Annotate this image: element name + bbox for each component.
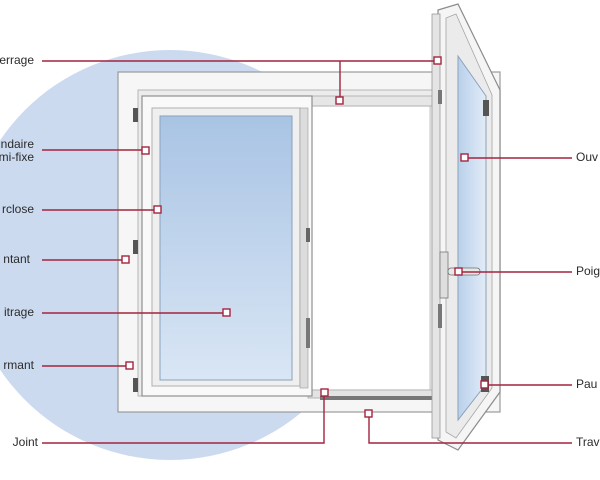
marker-ferrage-1 (433, 56, 442, 65)
label-parclose: rclose (1, 202, 34, 216)
label-secondaire-semi-fixe: ndaire mi-fixe (0, 137, 34, 164)
marker-ferrage-2 (335, 96, 344, 105)
label-montant: ntant (3, 252, 30, 266)
marker-joint (320, 388, 329, 397)
label-paumelle: Pau (576, 377, 598, 391)
label-poignee: Poig (576, 264, 600, 278)
label-ferrage: errage (0, 53, 34, 67)
label-traverse: Trav (576, 435, 600, 449)
label-joint: Joint (12, 435, 38, 449)
marker-parclose (153, 205, 162, 214)
right-sash-open (431, 3, 501, 451)
marker-dormant (125, 361, 134, 370)
marker-ouvrant (460, 153, 469, 162)
label-dormant: rmant (3, 358, 34, 372)
marker-montant (121, 255, 130, 264)
marker-traverse (364, 409, 373, 418)
leader-lines (42, 56, 572, 444)
label-vitrage: itrage (3, 305, 34, 319)
leader-joint (42, 393, 325, 444)
label-ouvrant: Ouv (576, 150, 599, 164)
marker-vitrage (222, 308, 231, 317)
marker-paumelle (480, 380, 489, 389)
left-sash (133, 95, 313, 397)
leader-traverse (368, 414, 572, 444)
marker-poignee (454, 267, 463, 276)
marker-secondaire (141, 146, 150, 155)
